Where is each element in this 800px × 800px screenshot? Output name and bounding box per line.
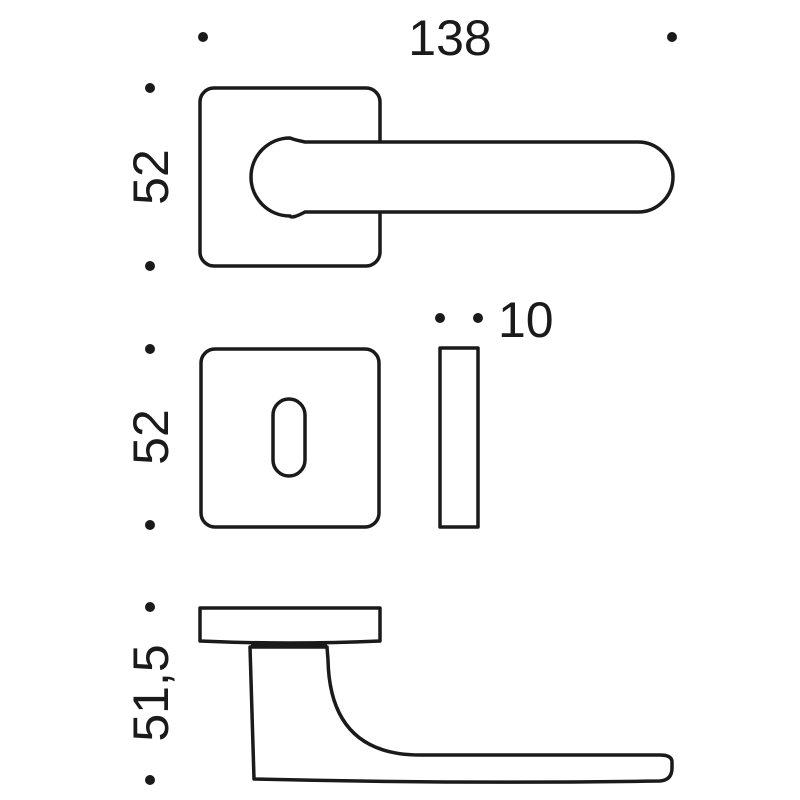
dimension-dot: [145, 775, 155, 785]
dimension-escutcheon-height: 52: [123, 344, 179, 530]
lever-front: [249, 136, 675, 219]
dimension-dot: [145, 602, 155, 612]
dimension-length: 138: [198, 10, 677, 66]
dimension-label-length: 138: [408, 10, 491, 66]
dimension-thickness: 10: [435, 292, 554, 348]
escutcheon-front-view: [199, 347, 381, 529]
dimension-dot: [145, 261, 155, 271]
dimension-projection: 51,5: [123, 602, 179, 785]
escutcheon-side-view: [438, 346, 480, 529]
dimension-dot: [145, 83, 155, 93]
escutcheon-plate: [199, 347, 381, 529]
lever-side: [248, 645, 674, 784]
keyhole: [271, 397, 307, 478]
dimension-label-projection: 51,5: [123, 644, 179, 741]
dimension-dot: [473, 313, 483, 323]
dimension-dot: [435, 313, 445, 323]
dimension-dot: [145, 344, 155, 354]
dimension-dot: [667, 32, 677, 42]
dimension-label-escutcheon: 52: [123, 409, 179, 465]
dimension-label-rose: 52: [123, 149, 179, 205]
handle-front-view: [198, 86, 675, 268]
dimension-dot: [145, 520, 155, 530]
dimension-dot: [198, 32, 208, 42]
dimension-rose-height: 52: [123, 83, 179, 271]
rose-side: [198, 606, 382, 645]
handle-side-view: [198, 606, 674, 784]
dimension-label-thickness: 10: [498, 292, 554, 348]
